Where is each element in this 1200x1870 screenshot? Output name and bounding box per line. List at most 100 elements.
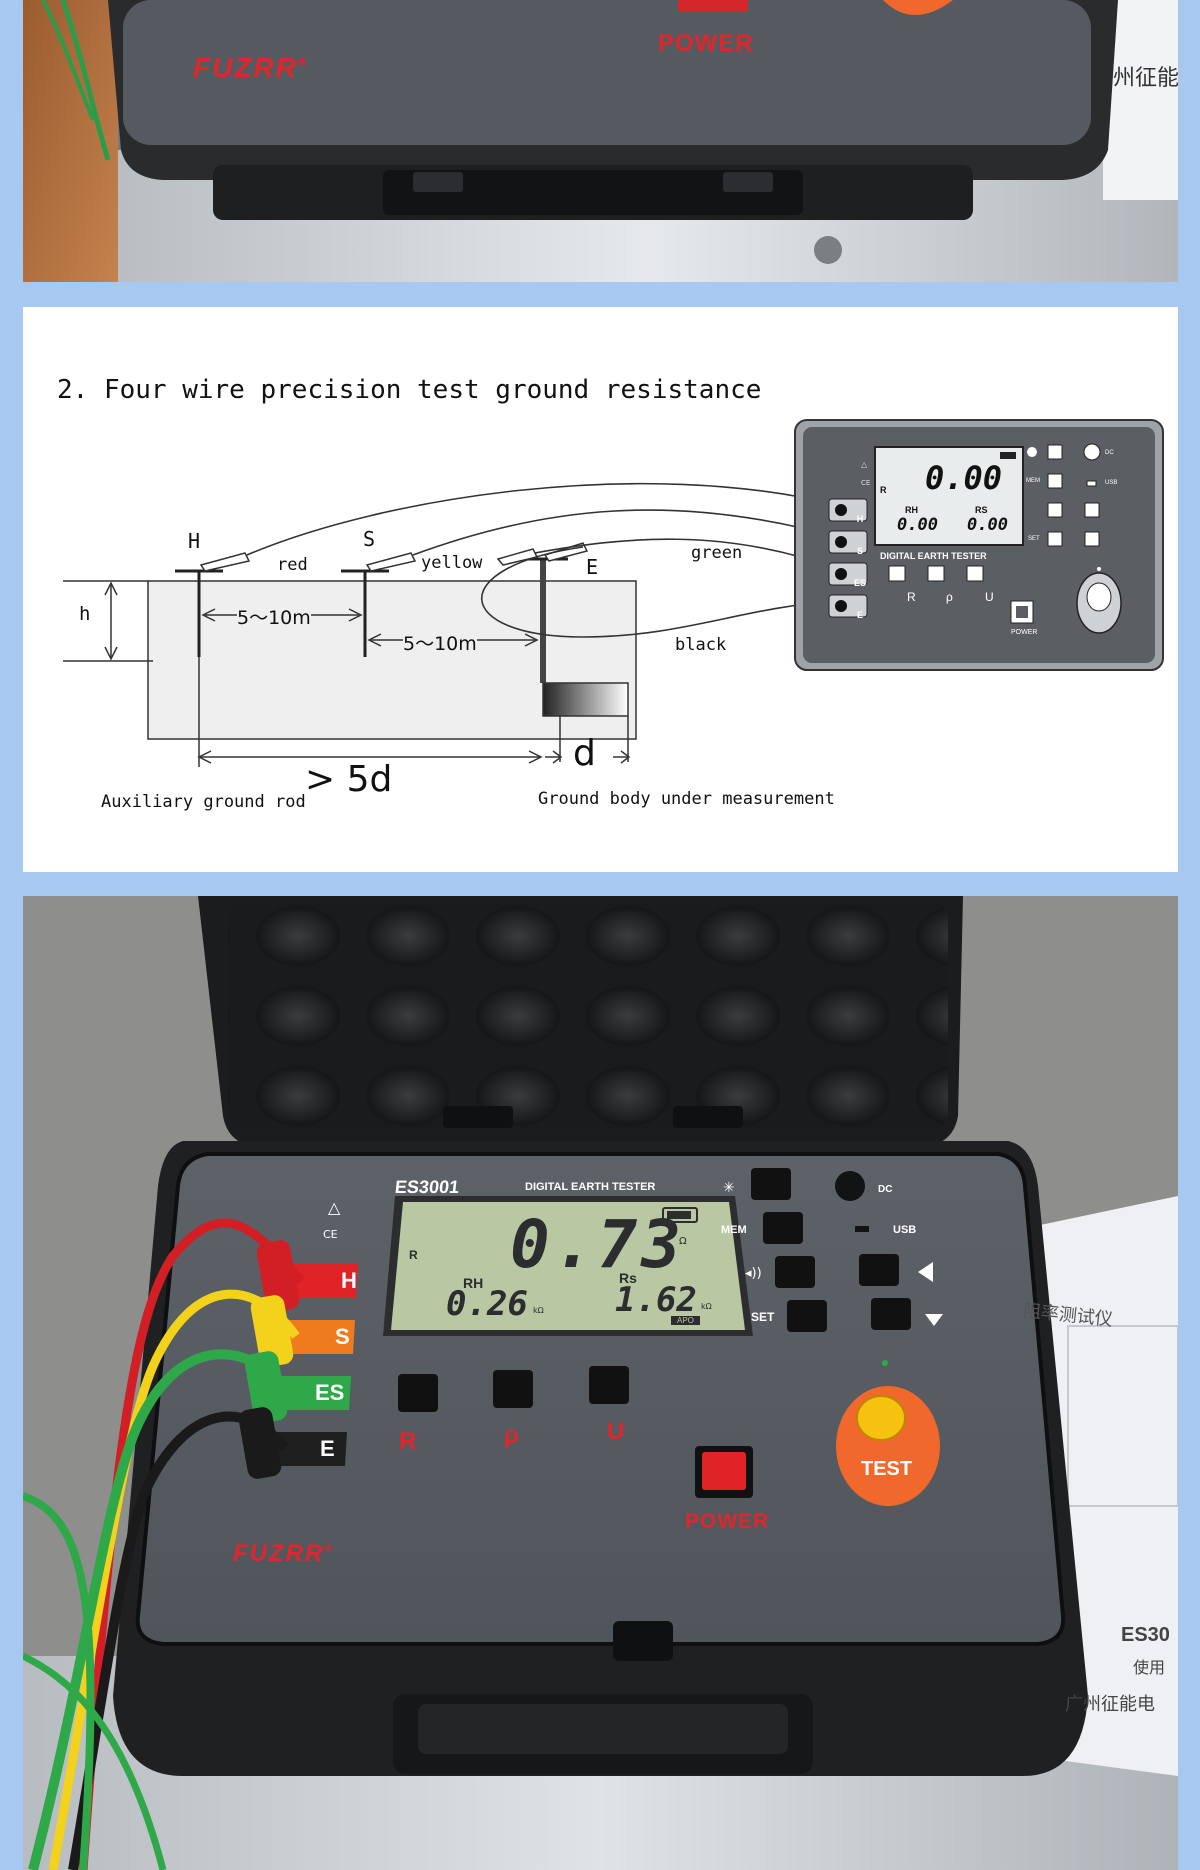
ground-body bbox=[542, 682, 629, 717]
brand-label: FUZRR® bbox=[233, 1540, 334, 1568]
mini-terminal-s: S bbox=[856, 546, 863, 556]
terminal-strip bbox=[273, 1264, 358, 1466]
terminal-e-bg bbox=[273, 1432, 347, 1466]
mini-power-label: POWER bbox=[1011, 629, 1038, 636]
rod-label-s: S bbox=[363, 527, 376, 551]
brand-mark: ® bbox=[324, 1543, 335, 1555]
lcd-rs-value: 1.62 bbox=[615, 1280, 697, 1320]
wire-yellow bbox=[412, 509, 839, 556]
power-button bbox=[678, 0, 748, 12]
wire-label-yellow: yellow bbox=[421, 553, 483, 573]
brand-name: FUZRR bbox=[233, 1540, 325, 1567]
manual-text-2: ES30 bbox=[1121, 1624, 1170, 1646]
test-label: TEST bbox=[861, 1458, 913, 1480]
bottom-photo-illustration bbox=[23, 896, 1178, 1870]
lcd-rh-unit: kΩ bbox=[533, 1306, 544, 1315]
mini-set-label: SET bbox=[1028, 536, 1040, 542]
mini-panel-title: DIGITAL EARTH TESTER bbox=[880, 551, 987, 561]
mini-terminal-h: H bbox=[856, 514, 864, 524]
button-label-rho: ρ bbox=[504, 1422, 519, 1449]
lcd-main-reading: 0.73 bbox=[510, 1206, 685, 1283]
mini-btn-label-rho: ρ bbox=[946, 590, 953, 604]
terminal-es-bg bbox=[277, 1376, 351, 1410]
mini-main-reading: 0.00 bbox=[925, 459, 1003, 497]
wire-label-black: black bbox=[675, 635, 727, 655]
warning-icon: △ bbox=[328, 1198, 341, 1217]
distance-label-d: d bbox=[573, 733, 596, 774]
cable-black bbox=[68, 1411, 289, 1870]
device-face bbox=[123, 0, 1091, 145]
lcd-main-unit: Ω bbox=[679, 1236, 687, 1247]
power-label: POWER bbox=[685, 1510, 770, 1533]
terminal-label-es: ES bbox=[315, 1380, 345, 1405]
top-power-label: POWER bbox=[658, 30, 754, 57]
test-knob bbox=[883, 0, 953, 15]
lcd-screen bbox=[391, 1202, 745, 1330]
wiring-diagram-panel: 2. Four wire precision test ground resis… bbox=[23, 307, 1178, 872]
mini-lcd bbox=[874, 446, 1024, 546]
brand-mark: ® bbox=[297, 55, 309, 70]
lcd-apo-badge: APO bbox=[671, 1316, 700, 1325]
case-handle bbox=[383, 170, 803, 215]
terminal-s-bg bbox=[281, 1320, 355, 1354]
ce-mark: CE bbox=[323, 1228, 338, 1241]
top-photo-illustration: 州征能 bbox=[23, 0, 1178, 282]
usb-port bbox=[855, 1226, 869, 1232]
rod-label-e: E bbox=[586, 555, 599, 579]
wire-label-green: green bbox=[691, 543, 743, 563]
mini-terminal-e: E bbox=[856, 610, 863, 620]
clip-h bbox=[199, 552, 251, 572]
mini-terminal-es: ES bbox=[853, 578, 866, 588]
terminal-label-e: E bbox=[320, 1436, 335, 1461]
wire-black bbox=[481, 546, 839, 638]
svg-text:△: △ bbox=[861, 460, 868, 469]
button-label-u: U bbox=[607, 1418, 625, 1445]
wire-red bbox=[246, 482, 839, 556]
mini-dc-label: DC bbox=[1105, 450, 1114, 456]
lcd-rs-unit: kΩ bbox=[701, 1302, 712, 1311]
cable-red bbox=[78, 1218, 305, 1870]
spacing-label-2: 5～10m bbox=[403, 629, 477, 656]
caption-auxiliary-rod: Auxiliary ground rod bbox=[101, 792, 306, 812]
cable-green bbox=[28, 1349, 295, 1870]
clip-es bbox=[496, 548, 539, 566]
side-label-usb: USB bbox=[893, 1224, 917, 1236]
mini-rh-value: 0.00 bbox=[897, 515, 938, 535]
mini-btn-label-r: R bbox=[907, 590, 916, 604]
mini-terminal-labels: H S ES E bbox=[853, 503, 867, 631]
mini-rs-label: RS bbox=[975, 505, 988, 515]
dc-jack bbox=[835, 1171, 865, 1201]
mini-mem-label: MEM bbox=[1026, 478, 1040, 484]
button-label-r: R bbox=[399, 1428, 417, 1455]
diagram-title: 2. Four wire precision test ground resis… bbox=[57, 375, 762, 405]
mini-rh-label: RH bbox=[905, 505, 918, 515]
svg-text:CE: CE bbox=[861, 479, 870, 487]
distance-label-5d: > 5d bbox=[305, 759, 393, 800]
mini-terminals bbox=[828, 498, 868, 618]
side-buttons bbox=[751, 1168, 911, 1332]
terminal-label-s: S bbox=[335, 1324, 350, 1349]
side-label-set: SET bbox=[751, 1310, 775, 1324]
depth-label: h bbox=[79, 603, 91, 625]
top-brand-label: FUZRR® bbox=[193, 52, 309, 84]
mini-rs-value: 0.00 bbox=[967, 515, 1008, 535]
caption-ground-body: Ground body under measurement bbox=[538, 789, 835, 809]
function-buttons bbox=[398, 1366, 629, 1412]
bottom-photo: ES3001 DIGITAL EARTH TESTER R 0.73 Ω RH … bbox=[23, 896, 1178, 1870]
manual-text-4: 广州征能电 bbox=[1065, 1694, 1155, 1715]
manual-text-3: 使用 bbox=[1133, 1658, 1166, 1677]
wire-label-red: red bbox=[277, 555, 308, 575]
lcd-r-label: R bbox=[409, 1248, 418, 1262]
mini-usb-label: USB bbox=[1105, 480, 1118, 486]
lcd-rs-label: Rs bbox=[619, 1270, 637, 1286]
terminal-h-bg bbox=[285, 1264, 358, 1298]
backlight-icon: ✳ bbox=[723, 1180, 735, 1196]
panel-title: DIGITAL EARTH TESTER bbox=[525, 1181, 656, 1193]
side-label-dc: DC bbox=[878, 1184, 893, 1195]
lcd-rh-label: RH bbox=[463, 1275, 484, 1291]
lcd-rh-value: 0.26 bbox=[446, 1284, 528, 1324]
rod-label-h: H bbox=[188, 529, 201, 553]
manual-text: 州征能 bbox=[1113, 66, 1178, 91]
terminal-label-h: H bbox=[341, 1268, 357, 1293]
foam-insert bbox=[228, 901, 948, 1131]
